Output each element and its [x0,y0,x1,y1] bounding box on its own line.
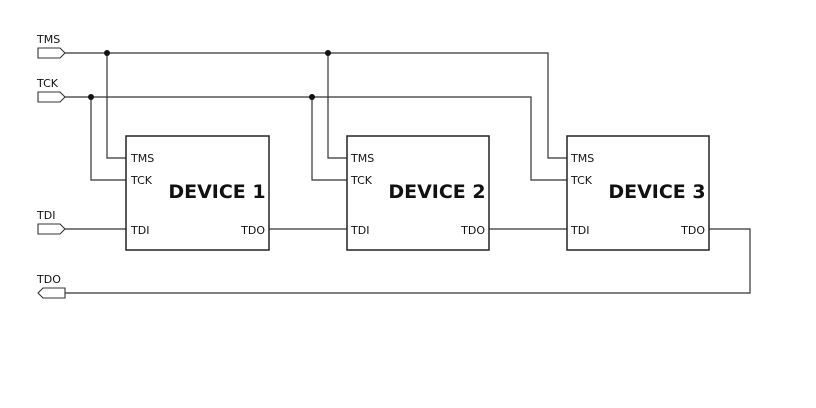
tdo-return-wire [65,228,751,294]
port-tdo: TDO [36,273,66,299]
device-3-pin-tdo: TDO [680,224,705,237]
device-2-title: DEVICE 2 [388,181,485,203]
device-2-pin-tck: TCK [350,174,373,187]
device-3-box [566,135,710,251]
device-2-pin-tdo: TDO [460,224,485,237]
tms-bus-wire [65,52,567,159]
device-3-pin-tck: TCK [570,174,593,187]
port-tdi: TDI [36,209,66,235]
device-1-box [125,135,270,251]
signal-label-tdo: TDO [36,273,61,286]
device-1: TMS TCK TDI TDO DEVICE 1 [125,135,270,251]
device-1-pin-tdi: TDI [130,224,149,237]
device-2-pin-tdi: TDI [350,224,369,237]
tck-junction-2 [309,94,315,100]
device-1-pin-tck: TCK [130,174,153,187]
device-1-pin-tdo: TDO [240,224,265,237]
signal-label-tck: TCK [36,77,59,90]
device-1-title: DEVICE 1 [168,181,265,203]
signal-label-tms: TMS [36,33,60,46]
tck-junction-1 [88,94,94,100]
device-2: TMS TCK TDI TDO DEVICE 2 [346,135,490,251]
port-tms: TMS [36,33,66,59]
tms-junction-2 [325,50,331,56]
tck-drop-device-2 [311,97,347,181]
port-tck: TCK [36,77,66,103]
tck-drop-device-1 [90,97,126,181]
tck-bus-wire [65,96,567,181]
device-3-pin-tms: TMS [570,152,594,165]
device-3: TMS TCK TDI TDO DEVICE 3 [566,135,710,251]
device-1-pin-tms: TMS [130,152,154,165]
device-2-box [346,135,490,251]
tms-junction-1 [104,50,110,56]
tms-drop-device-1 [106,53,126,159]
device-3-pin-tdi: TDI [570,224,589,237]
signal-label-tdi: TDI [36,209,55,222]
device-2-pin-tms: TMS [350,152,374,165]
tms-drop-device-2 [327,53,347,159]
device-3-title: DEVICE 3 [608,181,705,203]
